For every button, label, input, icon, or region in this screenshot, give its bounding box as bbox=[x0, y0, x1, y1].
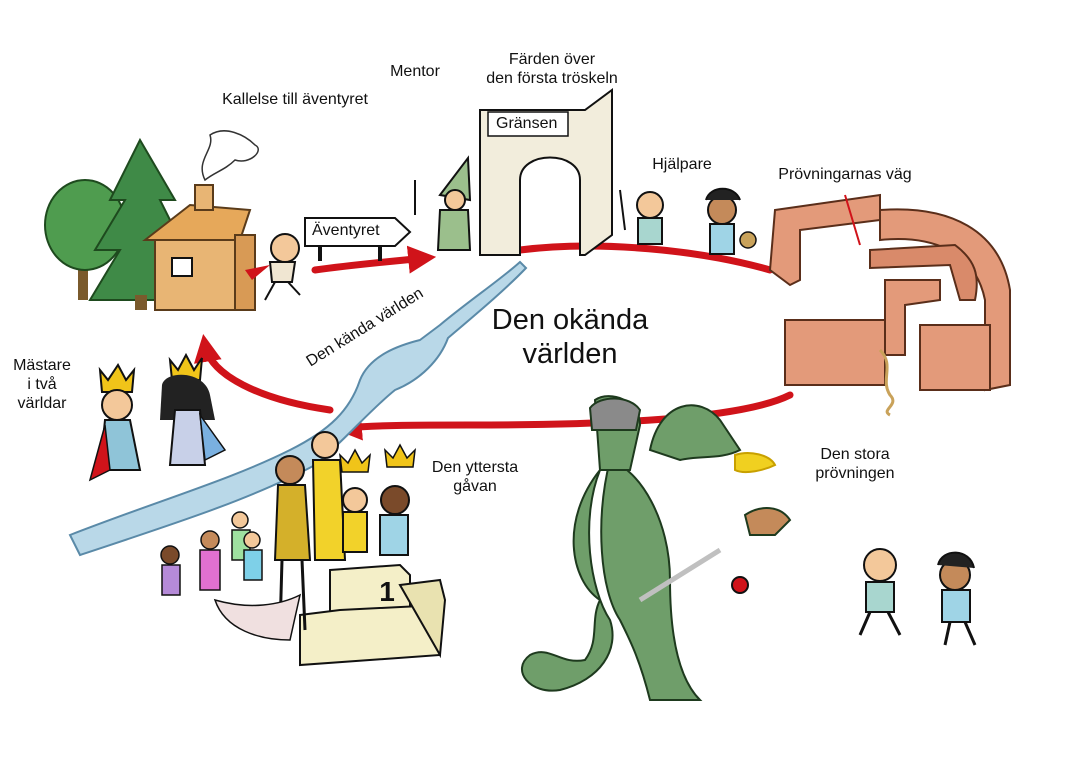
mentor-label: Mentor bbox=[390, 63, 440, 80]
wizard-icon bbox=[414, 155, 472, 251]
call-to-adventure-label: Kallelse till äventyret bbox=[222, 91, 368, 108]
supreme-ordeal-label: Den stora prövningen bbox=[815, 446, 895, 482]
ultimate-boon-label: Den yttersta gåvan bbox=[431, 459, 519, 495]
journey-path bbox=[193, 242, 794, 441]
gate-icon bbox=[479, 88, 613, 256]
podium-icon bbox=[299, 563, 447, 667]
adventure-sign-label: Äventyret bbox=[312, 222, 380, 239]
crossing-threshold-label: Färden över den första tröskeln bbox=[486, 51, 618, 87]
house-icon bbox=[142, 130, 259, 311]
helpers-label: Hjälpare bbox=[652, 156, 712, 173]
hero-icon bbox=[245, 233, 301, 301]
king-icon bbox=[88, 352, 227, 482]
dragon-icon bbox=[520, 395, 792, 701]
master-of-two-worlds-label: Mästare i två världar bbox=[13, 357, 71, 412]
helper-icon bbox=[619, 187, 757, 255]
adventure-sign-icon bbox=[304, 217, 412, 261]
border-sign-label: Gränsen bbox=[496, 115, 558, 132]
podium-number-label: 1 bbox=[379, 576, 395, 607]
unknown-world-label: Den okända världen bbox=[491, 304, 649, 370]
road-of-trials-label: Prövningarnas väg bbox=[778, 166, 912, 183]
labyrinth-icon bbox=[768, 193, 1011, 417]
crowd-icon bbox=[160, 431, 416, 641]
ordeal-heroes-icon bbox=[858, 548, 977, 646]
